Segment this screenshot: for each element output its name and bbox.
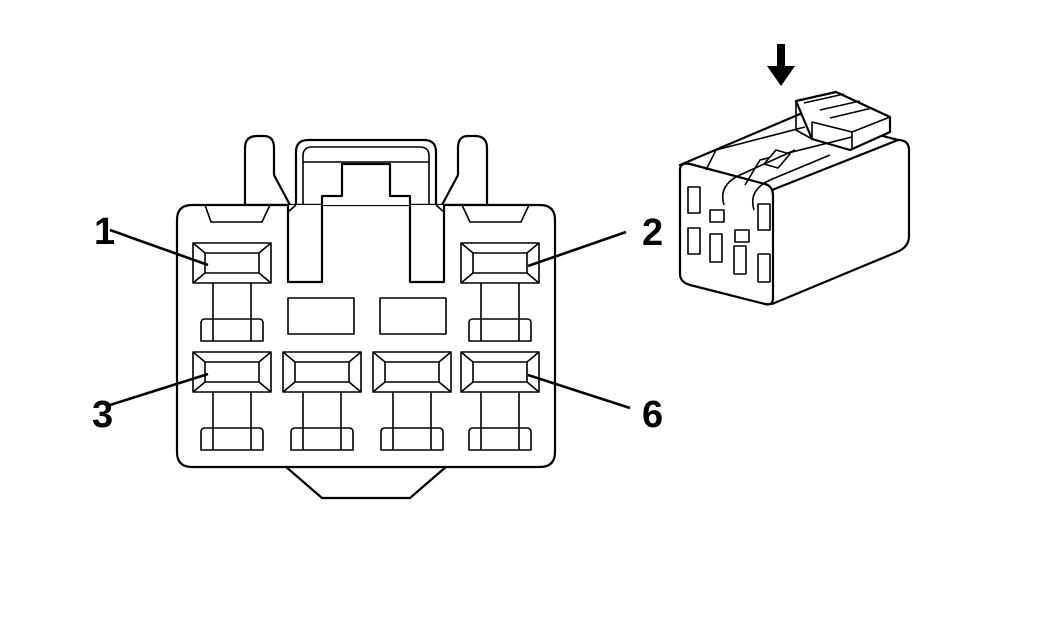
isometric-front-face [678,162,775,306]
pin-label-3: 3 [92,394,113,436]
down-arrow-icon [767,44,795,86]
center-slot-left [287,297,355,335]
leader-line-pin-1 [109,228,209,267]
pin-label-1: 1 [94,211,115,253]
terminal-cavity-2 [460,242,540,342]
terminal-cavity-3 [192,351,272,451]
terminal-cavity-6 [460,351,540,451]
connector-isometric-view [678,44,911,306]
left-latch-arm [243,134,292,207]
lock-opening [286,162,446,284]
pin-label-2: 2 [642,212,663,254]
bottom-tab [283,464,449,500]
terminal-cavity-4 [282,351,362,451]
leader-line-pin-3 [109,372,209,407]
center-slot-right [379,297,447,335]
terminal-cavity-1 [192,242,272,342]
pin-label-6: 6 [642,394,663,436]
connector-front-view: 1 2 3 6 [92,134,663,500]
terminal-cavity-5 [372,351,452,451]
right-latch-arm [440,134,489,207]
leader-line-pin-2 [527,230,627,268]
leader-line-pin-6 [527,373,631,410]
